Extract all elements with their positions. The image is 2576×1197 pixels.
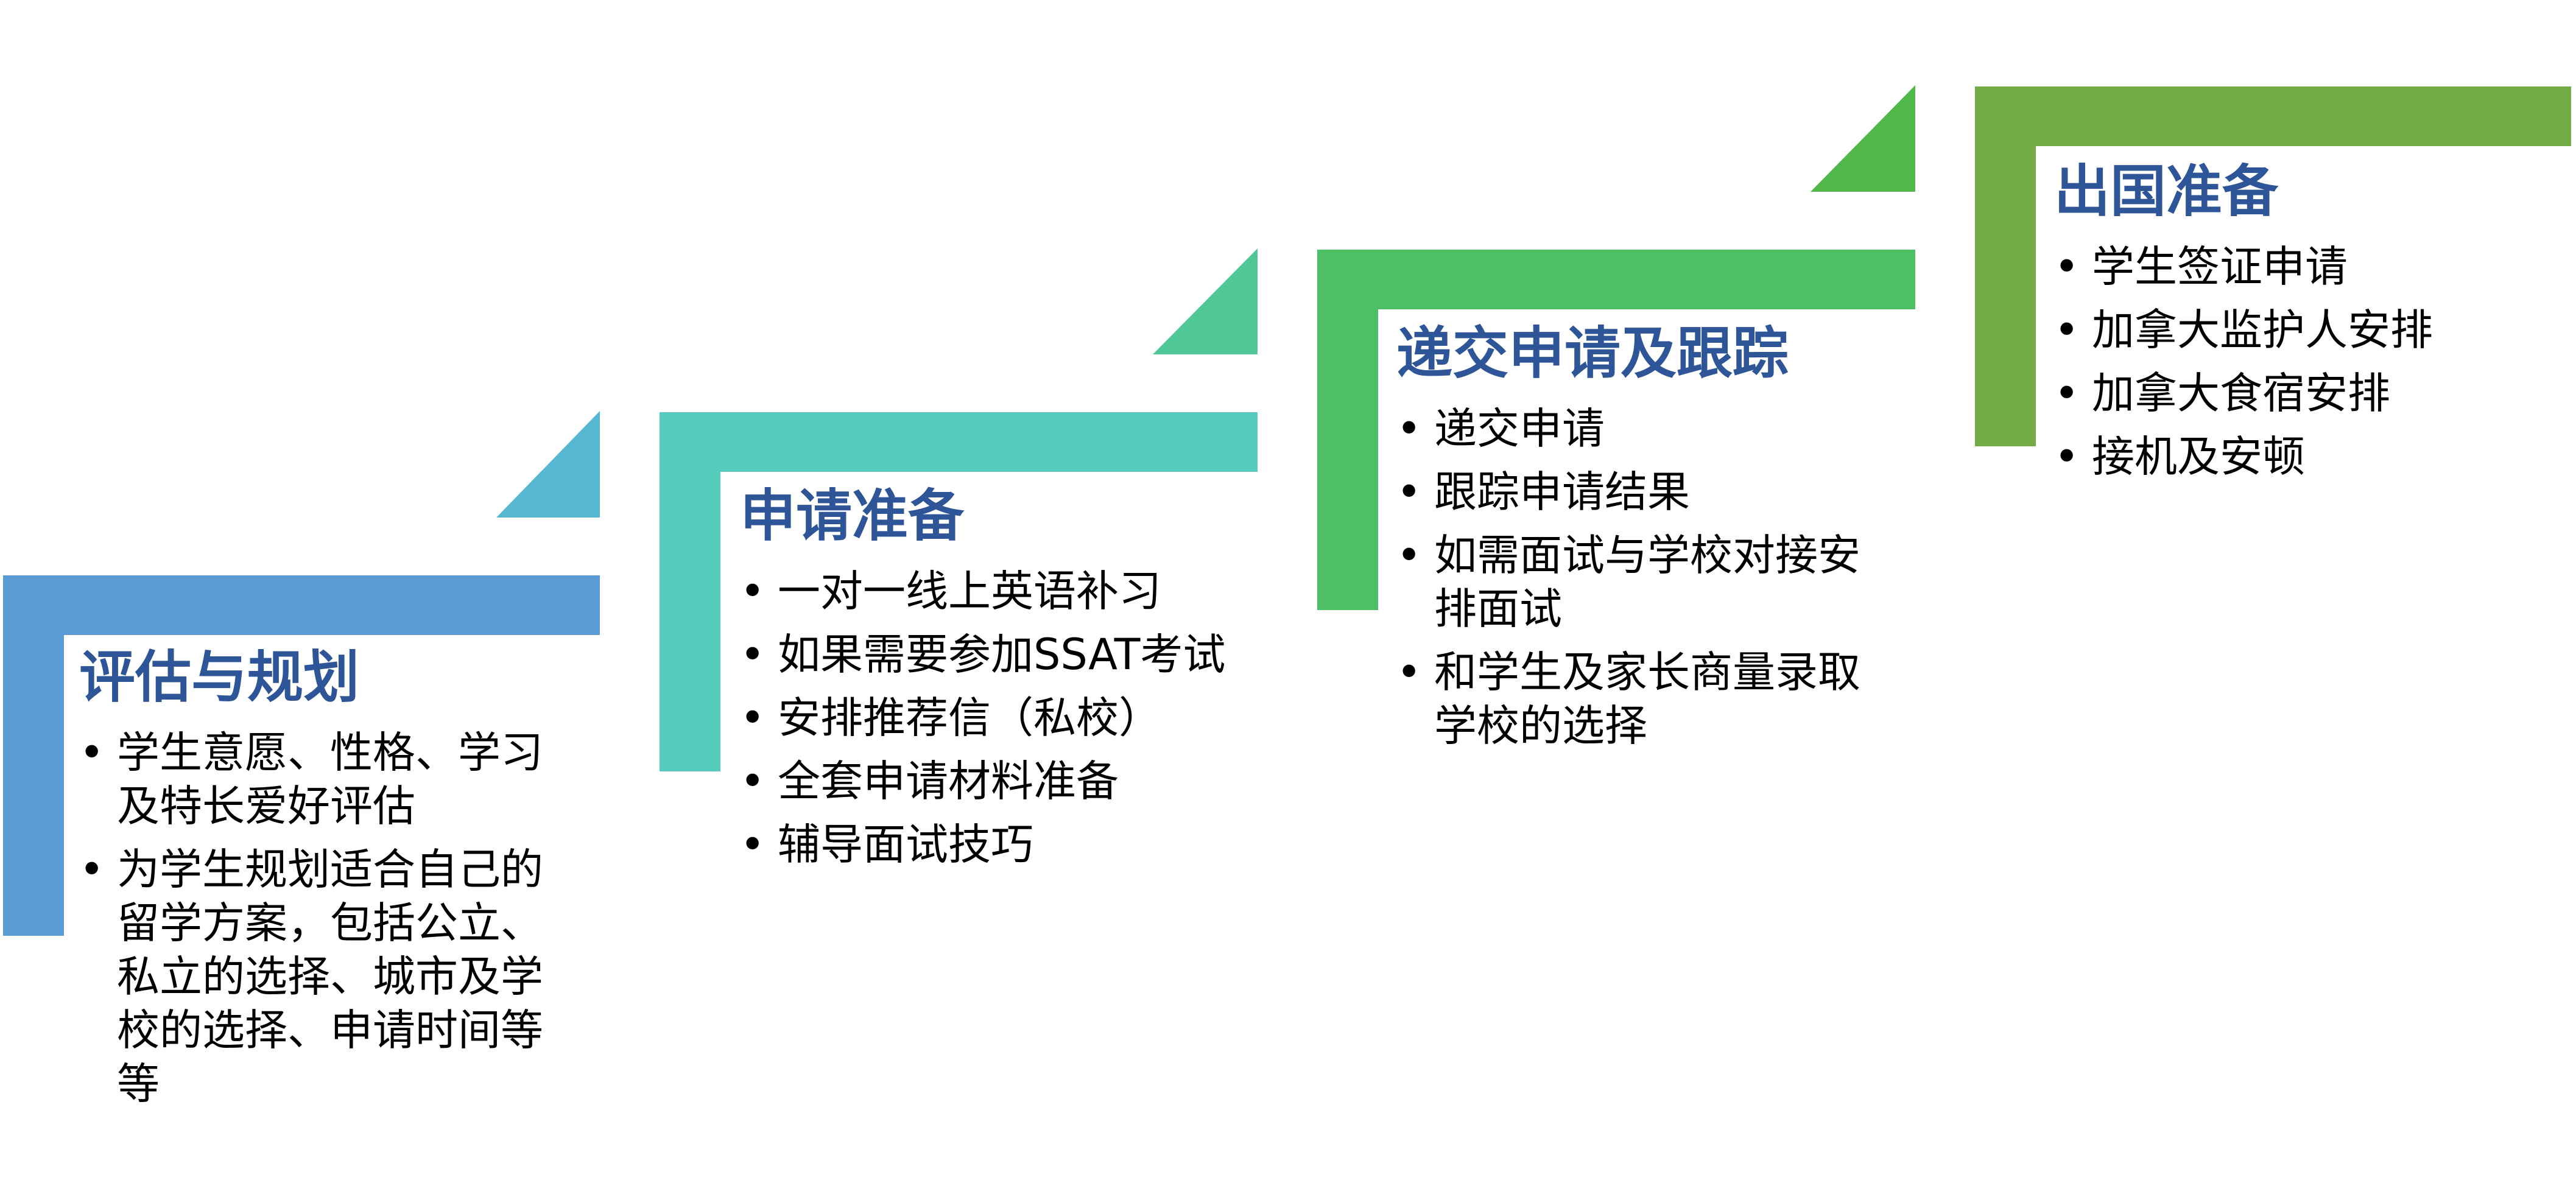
stage-2-title: 申请准备 [740, 483, 965, 549]
list-item: 学生意愿、性格、学习及特长爱好评估 [79, 726, 579, 833]
list-item: 跟踪申请结果 [1396, 465, 1896, 519]
stage-4-list: 学生签证申请 加拿大监护人安排 加拿大食宿安排 接机及安顿 [2054, 240, 2553, 483]
list-item: 如果需要参加SSAT考试 [740, 628, 1288, 681]
list-item: 安排推荐信（私校） [740, 691, 1288, 745]
list-item: 接机及安顿 [2054, 430, 2553, 483]
stage-2-list: 一对一线上英语补习 如果需要参加SSAT考试 安排推荐信（私校） 全套申请材料准… [740, 564, 1288, 871]
stage-1-title: 评估与规划 [79, 645, 360, 710]
stage-3-triangle [1811, 85, 1915, 192]
list-item: 和学生及家长商量录取学校的选择 [1396, 645, 1896, 753]
list-item: 加拿大监护人安排 [2054, 303, 2553, 357]
list-item: 辅导面试技巧 [740, 818, 1288, 871]
stage-1-list: 学生意愿、性格、学习及特长爱好评估 为学生规划适合自己的留学方案，包括公立、私立… [79, 726, 579, 1111]
stage-3-corner-bar [1317, 250, 1915, 610]
list-item: 如需面试与学校对接安排面试 [1396, 528, 1896, 636]
list-item: 学生签证申请 [2054, 240, 2553, 293]
stage-3-title: 递交申请及跟踪 [1396, 321, 1789, 386]
stage-1-triangle [496, 411, 600, 518]
stage-3-list: 递交申请 跟踪申请结果 如需面试与学校对接安排面试 和学生及家长商量录取学校的选… [1396, 402, 1896, 753]
stage-3: 递交申请及跟踪 递交申请 跟踪申请结果 如需面试与学校对接安排面试 和学生及家长… [1396, 321, 1896, 762]
list-item: 为学生规划适合自己的留学方案，包括公立、私立的选择、城市及学校的选择、申请时间等… [79, 843, 579, 1111]
stage-2-triangle [1153, 248, 1258, 354]
stage-4-title: 出国准备 [2054, 159, 2279, 224]
stage-4-corner-bar [1975, 86, 2571, 446]
list-item: 加拿大食宿安排 [2054, 367, 2553, 420]
stage-1: 评估与规划 学生意愿、性格、学习及特长爱好评估 为学生规划适合自己的留学方案，包… [79, 645, 579, 1120]
list-item: 一对一线上英语补习 [740, 564, 1288, 618]
stage-2: 申请准备 一对一线上英语补习 如果需要参加SSAT考试 安排推荐信（私校） 全套… [740, 484, 1288, 881]
stage-1-corner-bar [3, 575, 600, 936]
stage-4: 出国准备 学生签证申请 加拿大监护人安排 加拿大食宿安排 接机及安顿 [2054, 160, 2553, 493]
list-item: 递交申请 [1396, 402, 1896, 455]
list-item: 全套申请材料准备 [740, 754, 1288, 808]
stage-2-corner-bar [660, 412, 1258, 771]
